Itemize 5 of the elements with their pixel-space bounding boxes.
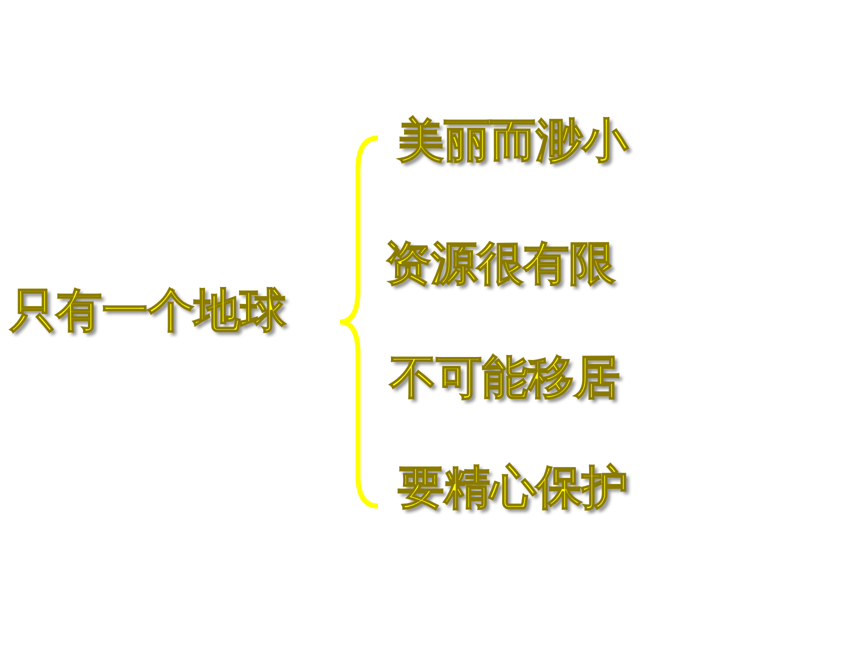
label-text: 只有一个地球 bbox=[10, 285, 286, 336]
label-text: 资源很有限 bbox=[385, 238, 615, 289]
label-text: 要精心保护 bbox=[398, 462, 628, 513]
label-text: 美丽而渺小 bbox=[398, 115, 628, 166]
label-text: 不可能移居 bbox=[390, 352, 620, 403]
